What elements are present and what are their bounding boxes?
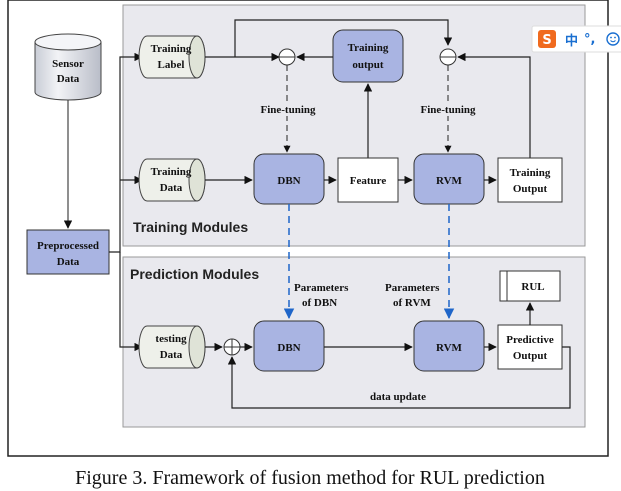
rul-label: RUL xyxy=(521,281,544,293)
predictive-output-label-2: Output xyxy=(513,350,548,362)
arrow-to-testing-data xyxy=(119,252,143,352)
params-dbn-label-1: Parameters xyxy=(294,282,349,294)
dbn-prediction-label: DBN xyxy=(277,342,300,354)
training-output-top-label-2: output xyxy=(352,59,384,71)
left-summing-junction xyxy=(278,48,296,66)
sensor-data-label-2: Data xyxy=(57,73,80,85)
data-update-label: data update xyxy=(370,391,426,403)
training-output-label-2: Output xyxy=(513,183,548,195)
fine-tuning-left-label: Fine-tuning xyxy=(260,104,316,116)
feature-label: Feature xyxy=(350,175,387,187)
arrow-training-output-to-right-sum xyxy=(457,52,531,158)
params-rvm-label-1: Parameters xyxy=(385,282,440,294)
training-label-label-2: Label xyxy=(158,59,185,71)
preprocessed-data-label-2: Data xyxy=(57,256,80,268)
sensor-data-cylinder: Sensor Data xyxy=(34,33,102,101)
testing-data-label-2: Data xyxy=(160,349,183,361)
preprocessed-data-box: Preprocessed Data xyxy=(26,229,110,275)
params-dbn-label-2: of DBN xyxy=(302,297,337,309)
training-output-top-box: Training output xyxy=(332,29,404,83)
training-label-cylinder: Training Label xyxy=(138,35,206,79)
ime-toolbar[interactable]: S 中 °, xyxy=(531,25,621,53)
feature-box: Feature xyxy=(337,157,399,203)
sensor-data-label-1: Sensor xyxy=(52,58,84,70)
dbn-training-box: DBN xyxy=(253,153,325,205)
ime-logo-text: S xyxy=(542,33,551,48)
predictive-output-label-1: Predictive xyxy=(506,334,554,346)
ime-punctuation-toggle[interactable]: °, xyxy=(584,32,595,47)
arrow-to-training-label xyxy=(109,52,143,253)
training-modules-title: Training Modules xyxy=(133,219,248,235)
training-output-label-1: Training xyxy=(510,167,551,179)
rvm-prediction-box: RVM xyxy=(413,320,485,372)
training-data-cylinder: Training Data xyxy=(138,158,206,202)
testing-data-label-1: testing xyxy=(155,333,187,345)
prediction-summing-junction xyxy=(223,338,241,356)
rvm-prediction-label: RVM xyxy=(436,342,463,354)
training-data-label-1: Training xyxy=(151,166,192,178)
rvm-training-label: RVM xyxy=(436,175,463,187)
training-label-label-1: Training xyxy=(151,43,192,55)
training-output-box: Training Output xyxy=(497,157,563,203)
fine-tuning-right-label: Fine-tuning xyxy=(420,104,476,116)
testing-data-cylinder: testing Data xyxy=(138,325,206,369)
figure-frame xyxy=(7,0,609,457)
training-data-label-2: Data xyxy=(160,182,183,194)
params-rvm-label-2: of RVM xyxy=(393,297,431,309)
arrow-label-to-right-sum xyxy=(234,19,453,57)
emoji-icon[interactable] xyxy=(606,32,620,46)
rul-box: RUL xyxy=(499,270,561,302)
right-summing-junction xyxy=(439,48,457,66)
preprocessed-data-label-1: Preprocessed xyxy=(37,240,99,252)
ime-logo-icon[interactable] xyxy=(538,30,556,48)
prediction-modules-title: Prediction Modules xyxy=(130,266,259,282)
predictive-output-box: Predictive Output xyxy=(497,324,563,370)
training-output-top-label-1: Training xyxy=(348,42,389,54)
ime-language-toggle[interactable]: 中 xyxy=(565,33,578,49)
figure-caption: Figure 3. Framework of fusion method for… xyxy=(75,467,545,489)
data-update-loop-arrow xyxy=(227,346,571,409)
rvm-training-box: RVM xyxy=(413,153,485,205)
dbn-prediction-box: DBN xyxy=(253,320,325,372)
dbn-training-label: DBN xyxy=(277,175,300,187)
